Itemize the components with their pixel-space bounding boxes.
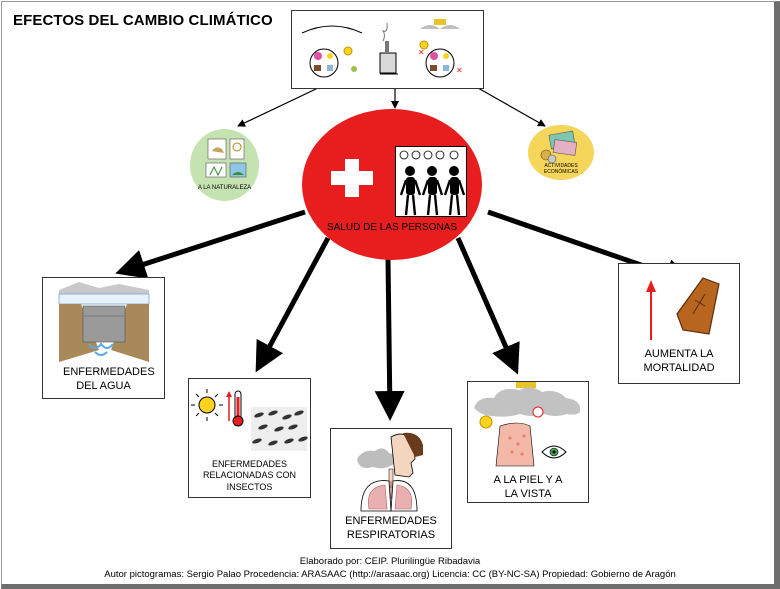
svg-text:✕: ✕	[418, 48, 425, 57]
lungs-pictogram	[357, 432, 423, 512]
svg-text:✕: ✕	[456, 66, 463, 75]
thin-arrows	[237, 87, 546, 127]
effect-label-piel: A LA PIEL Y A LA VISTA	[493, 474, 563, 500]
effect-label-mortalidad: AUMENTA LA MORTALIDAD	[643, 348, 715, 374]
effect-label-insectos: ENFERMEDADES RELACIONADAS CON INSECTOS	[202, 459, 297, 492]
people-pictogram-box	[395, 146, 467, 217]
skin-eye-pictogram	[474, 382, 581, 467]
salud-label: SALUD DE LAS PERSONAS	[326, 222, 458, 233]
effect-label-respiratorias: ENFERMEDADES RESPIRATORIAS	[345, 515, 437, 541]
naturaleza-label: A LA NATURALEZA	[197, 185, 252, 191]
salud-node: SALUD DE LAS PERSONAS	[302, 109, 482, 260]
sun-thermometer-insects-pictogram	[191, 389, 308, 451]
footer-credit-line2: Autor pictogramas: Sergio Palao Proceden…	[104, 569, 676, 580]
dam-water-pictogram	[58, 282, 150, 362]
effect-box-agua: ENFERMEDADES DEL AGUA	[42, 277, 165, 399]
people-icon	[399, 150, 466, 216]
health-cross-icon	[331, 159, 373, 197]
climate-cause-pictogram: ✕ ✕	[301, 19, 463, 78]
arrow-to-respiratorias	[374, 257, 405, 421]
effect-box-insectos: ENFERMEDADES RELACIONADAS CON INSECTOS	[188, 378, 311, 498]
arrow-to-piel	[455, 236, 520, 375]
arrow-to-economia	[477, 87, 546, 127]
effect-box-respiratorias: ENFERMEDADES RESPIRATORIAS	[330, 428, 452, 549]
footer-credit-line1: Elaborado por: CEIP. Plurilingüe Ribadav…	[299, 556, 481, 567]
naturaleza-node: A LA NATURALEZA	[190, 129, 259, 201]
money-pictogram	[540, 130, 578, 164]
page-title: EFECTOS DEL CAMBIO CLIMÁTICO	[13, 12, 273, 29]
cambio-climatico-box: ✕ ✕	[291, 10, 484, 89]
nature-pictogram	[205, 138, 247, 178]
arrow-to-naturaleza	[237, 87, 319, 127]
effect-box-piel: A LA PIEL Y A LA VISTA	[467, 381, 589, 503]
coffin-arrow-pictogram	[646, 277, 720, 340]
economia-label: ACTIVIDADES ECONÓMICAS	[543, 163, 579, 175]
arrow-to-agua	[115, 209, 306, 279]
economia-node: ACTIVIDADES ECONÓMICAS	[528, 125, 594, 180]
arrow-to-insectos	[255, 236, 331, 373]
effect-box-mortalidad: AUMENTA LA MORTALIDAD	[618, 263, 740, 384]
effect-label-agua: ENFERMEDADES DEL AGUA	[63, 366, 155, 392]
